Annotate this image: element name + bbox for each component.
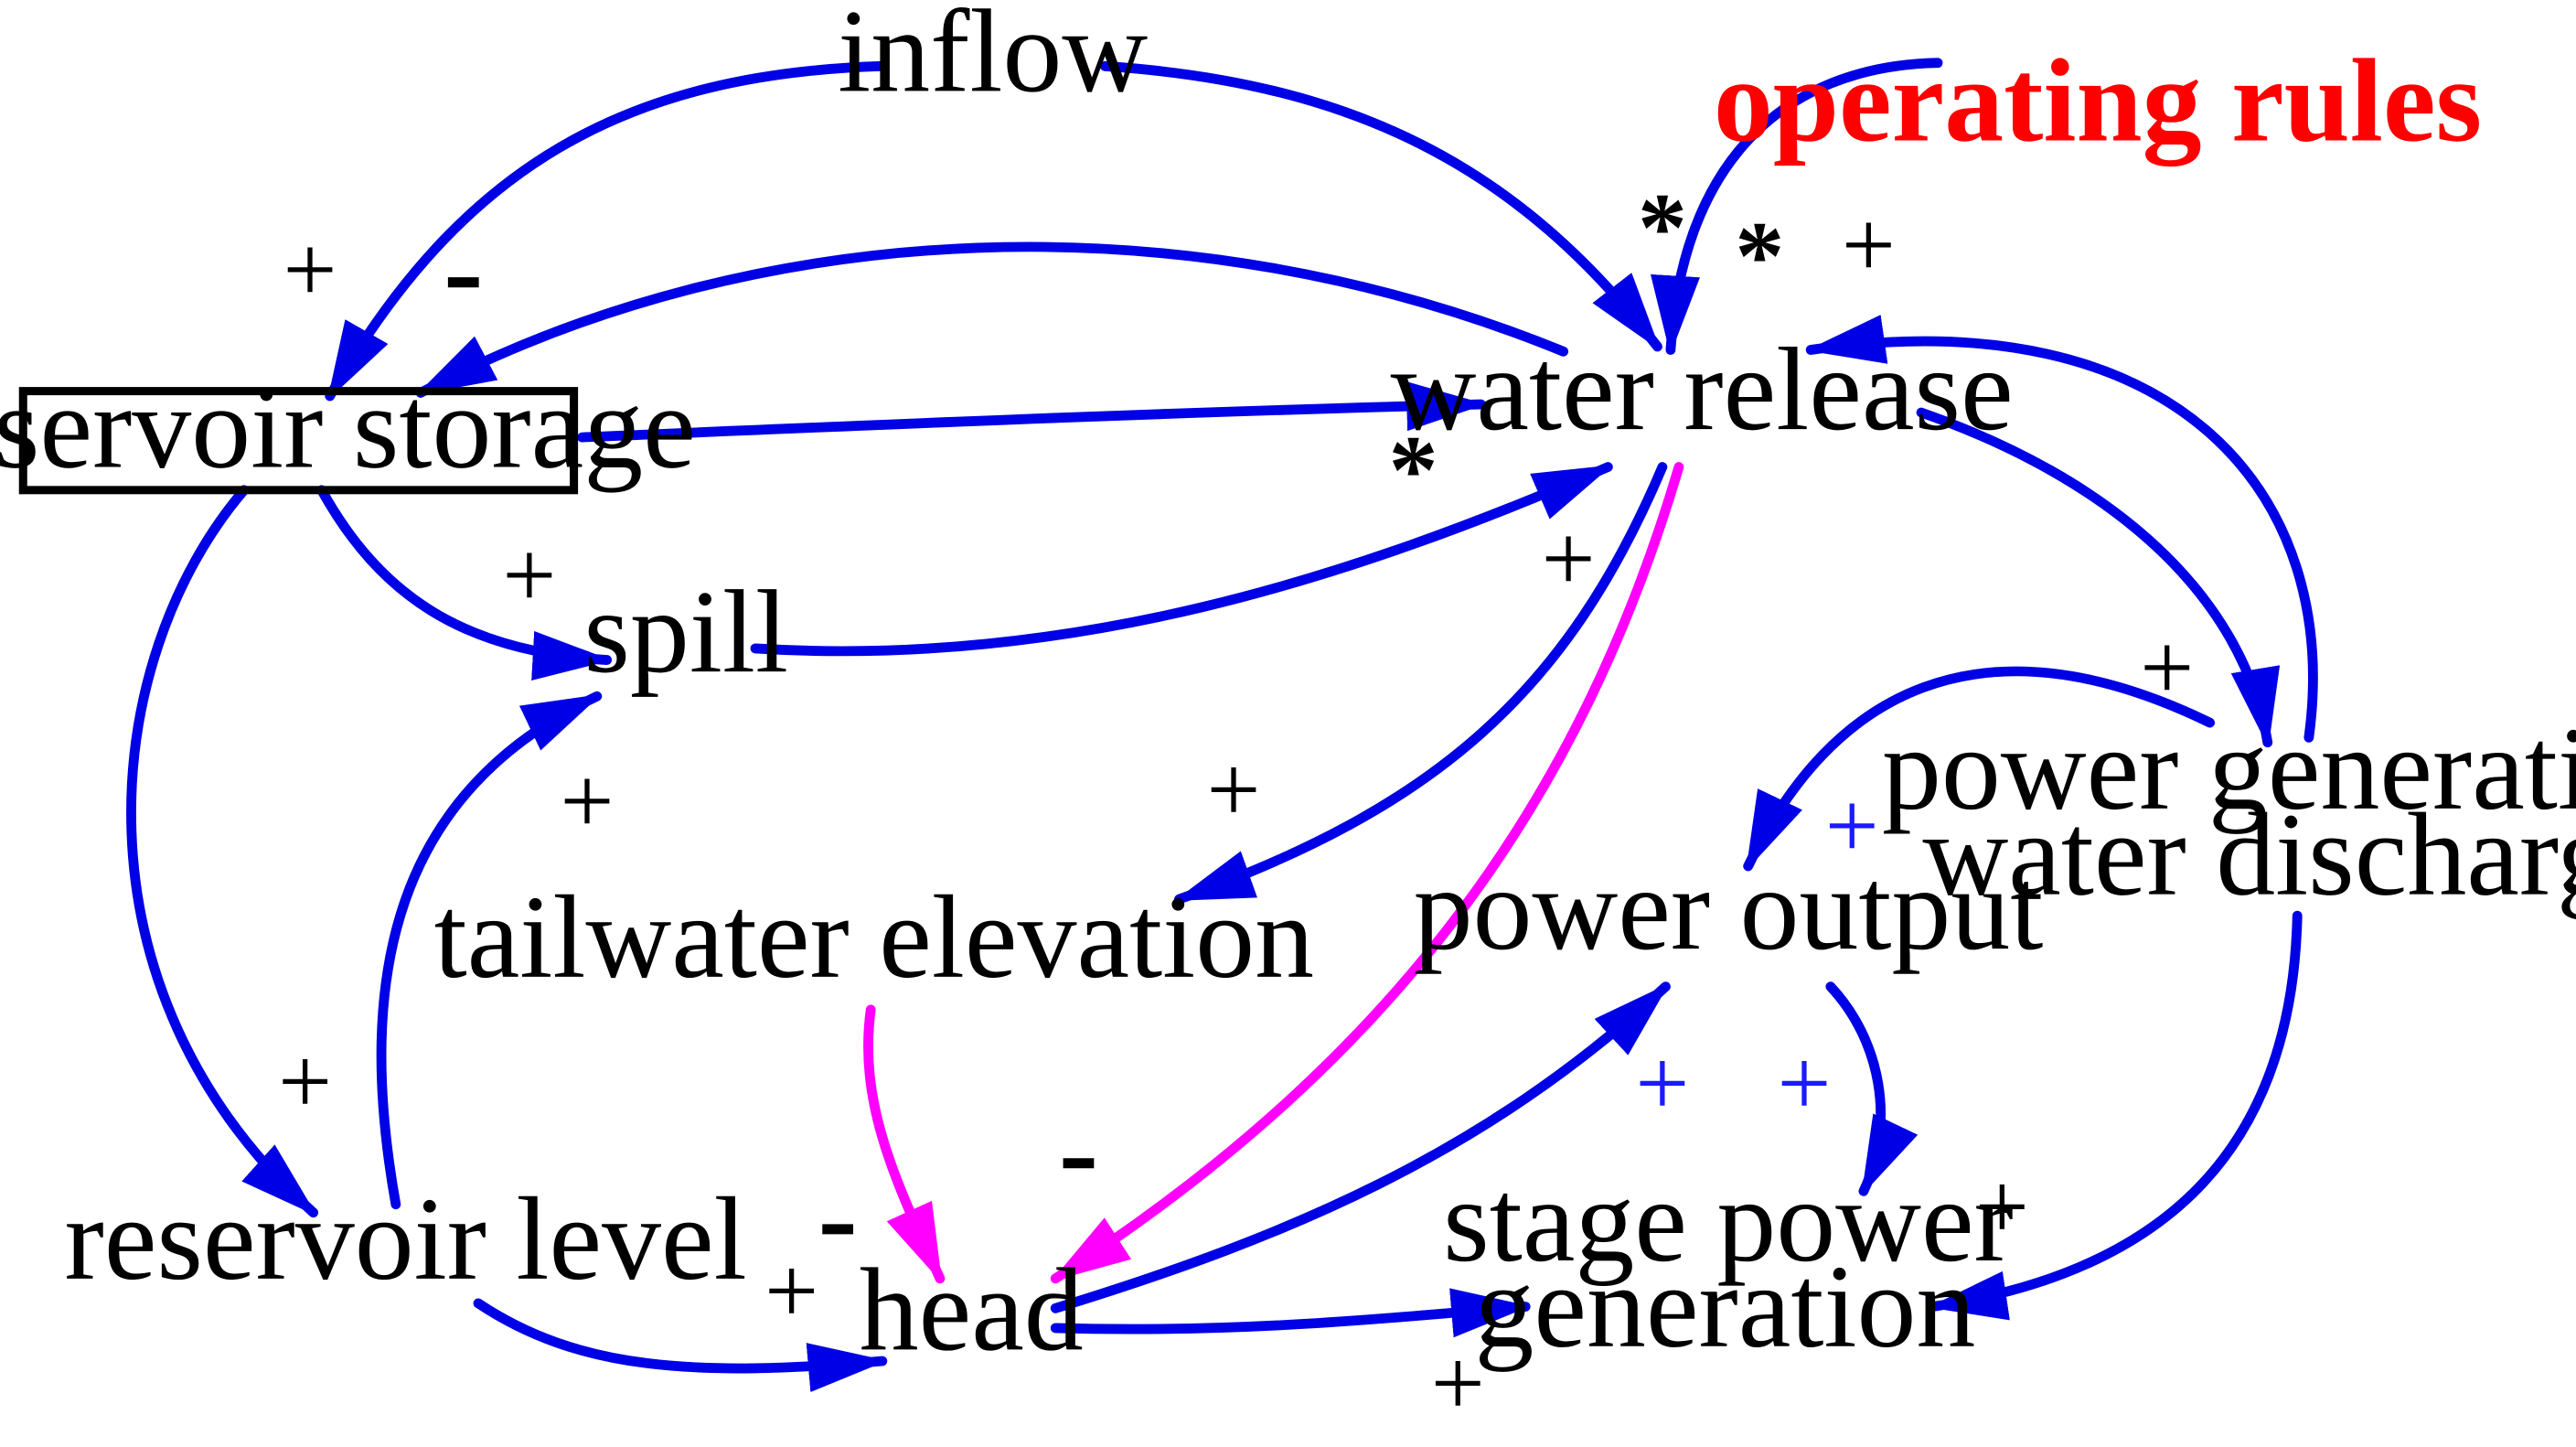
polarity-plus-release-tailwater-b: +	[1206, 736, 1260, 842]
link-discharge-to-water-release	[1805, 315, 2318, 743]
polarity-star-rules-release: *	[1735, 202, 1784, 311]
polarity-minus-release-head: -	[1059, 1086, 1098, 1217]
link-head-to-power-output	[1050, 981, 1671, 1313]
node-inflow: inflow	[838, 0, 1148, 117]
link-reservoir-storage-to-water-release	[577, 381, 1486, 443]
polarity-plus-head-stage: +	[1431, 1331, 1485, 1437]
link-water-release-to-reservoir-storage	[415, 241, 1569, 398]
node-power-generation-water-discharge-line1: power generation	[1882, 703, 2576, 835]
polarity-star-inflow-release: *	[1638, 174, 1687, 283]
polarity-star-spill-release: *	[1389, 416, 1438, 525]
link-reservoir-level-to-spill	[376, 691, 603, 1210]
links	[126, 58, 2318, 1393]
link-spill-to-water-release	[750, 462, 1613, 657]
link-power-output-to-stage-power-generation	[1825, 981, 1919, 1196]
polarity-minus-release-storage: -	[444, 205, 483, 337]
link-water-release-to-tailwater-elevation	[1174, 462, 1668, 905]
polarity-minus-tailwater-head: -	[818, 1152, 858, 1283]
polarity-signs: + + + + + + + + + + + + + + - - - * * *	[278, 174, 2194, 1436]
polarity-plus-storage-spill: +	[502, 522, 556, 628]
nodes: inflow operating rules reservoir storage…	[0, 0, 2576, 1376]
node-reservoir-level: reservoir level	[65, 1174, 747, 1305]
node-operating-rules: operating rules	[1714, 35, 2482, 166]
polarity-plus-inflow-storage: +	[283, 217, 337, 323]
link-water-release-to-head	[1050, 462, 1684, 1284]
polarity-plus-head-output: +	[1635, 1030, 1689, 1136]
node-water-release: water release	[1391, 324, 2014, 456]
link-inflow-to-water-release	[1099, 60, 1662, 352]
node-power-output: power output	[1414, 843, 2044, 975]
link-reservoir-storage-to-spill	[316, 485, 613, 681]
polarity-plus-storage-level: +	[278, 1029, 332, 1135]
link-operating-rules-to-water-release	[1651, 58, 1943, 355]
link-discharge-to-stage-power-generation	[1928, 910, 2303, 1321]
polarity-plus-release-tailwater-a: +	[1542, 506, 1596, 612]
stock-box-reservoir-storage	[18, 387, 579, 495]
link-discharge-to-power-output	[1743, 666, 2216, 872]
polarity-plus-level-head: +	[764, 1238, 818, 1345]
link-inflow-to-reservoir-storage	[325, 60, 886, 402]
link-reservoir-level-to-head	[473, 1298, 888, 1393]
node-spill: spill	[583, 566, 788, 698]
node-stage-power-generation-line1: stage power	[1443, 1155, 2014, 1287]
polarity-plus-discharge-release: +	[1842, 192, 1896, 298]
polarity-plus-discharge-output: +	[1825, 773, 1879, 879]
node-tailwater-elevation: tailwater elevation	[434, 872, 1314, 1003]
node-power-generation-water-discharge-line2: water discharge	[1922, 789, 2576, 921]
link-water-release-to-discharge	[1916, 407, 2281, 748]
node-reservoir-storage: reservoir storage	[0, 362, 696, 494]
polarity-plus-level-spill: +	[561, 748, 615, 854]
polarity-plus-release-discharge: +	[2140, 615, 2194, 721]
link-tailwater-elevation-to-head	[863, 1004, 946, 1284]
link-head-to-stage-power-generation	[1050, 1288, 1531, 1338]
polarity-plus-discharge-stage: +	[1975, 1154, 2029, 1260]
link-reservoir-storage-to-reservoir-level	[126, 485, 319, 1218]
node-head: head	[860, 1244, 1084, 1376]
node-stage-power-generation-line2: generation	[1474, 1241, 1975, 1373]
polarity-plus-output-stage: +	[1777, 1030, 1831, 1136]
